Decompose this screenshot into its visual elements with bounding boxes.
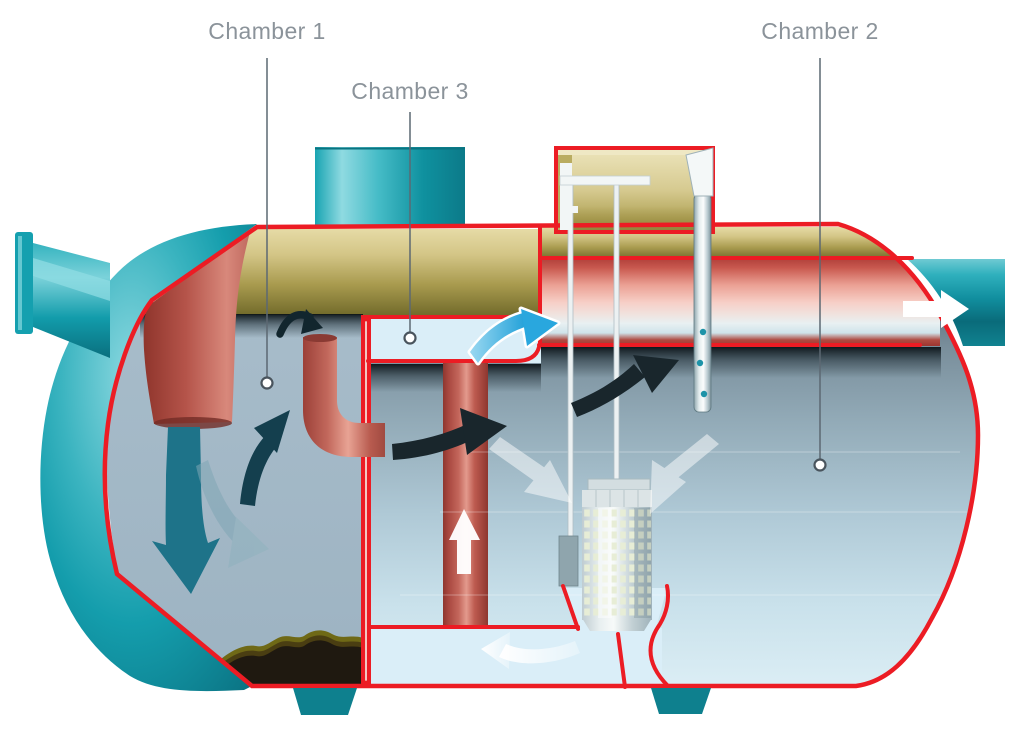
flow-arrow-into-filter-left: [489, 437, 572, 503]
transfer-elbow-pipe: [303, 334, 385, 457]
flow-arrow-branch: [196, 460, 269, 568]
flow-arrow-into-filter-right: [650, 434, 719, 514]
label-chamber-1: Chamber 1: [208, 18, 326, 44]
flow-arrow-transfer: [392, 408, 507, 460]
filter-funnel-outline: [561, 584, 671, 689]
flow-arrow-chamber2-up: [571, 355, 679, 417]
lifting-rods: [558, 163, 651, 587]
inlet-elbow: [143, 232, 250, 429]
sampling-tube: [685, 147, 714, 413]
leader-lines: [260, 58, 827, 472]
filter-basket: [582, 478, 652, 631]
outlet-channel: [539, 259, 940, 346]
flow-arrow-channel-return: [481, 632, 580, 669]
inlet-pipe: [15, 232, 110, 358]
flow-arrow-riser-up: [449, 509, 480, 574]
filter-bracket: [558, 535, 579, 587]
chamber3-riser-pipe: [443, 363, 488, 628]
flow-arrow-surface-over-wall: [276, 309, 323, 338]
tube-cap: [685, 147, 714, 197]
inlet-pipe-highlight: [33, 258, 110, 301]
label-chamber-3: Chamber 3: [351, 78, 469, 104]
rod-top-bracket: [560, 163, 572, 230]
leader-dot-chamber1: [260, 376, 274, 390]
flow-arrows: [152, 290, 969, 669]
label-chamber-2: Chamber 2: [761, 18, 879, 44]
leader-dot-chamber3: [403, 331, 417, 345]
leader-dot-chamber2: [813, 458, 827, 472]
inlet-flange: [15, 232, 33, 334]
access-riser-left: [315, 147, 465, 228]
basket-perforations: [583, 508, 651, 618]
flow-arrow-outlet: [903, 290, 969, 328]
support-feet: [293, 688, 711, 715]
flow-arrow-inlet-down: [152, 427, 220, 594]
lifting-handle-bar: [559, 175, 651, 186]
chamber2-waterline: [541, 347, 941, 378]
flow-arrow-chamber1-up: [240, 410, 290, 506]
sludge-layer: [213, 630, 363, 684]
flow-arrow-chamber3-out: [467, 306, 561, 366]
